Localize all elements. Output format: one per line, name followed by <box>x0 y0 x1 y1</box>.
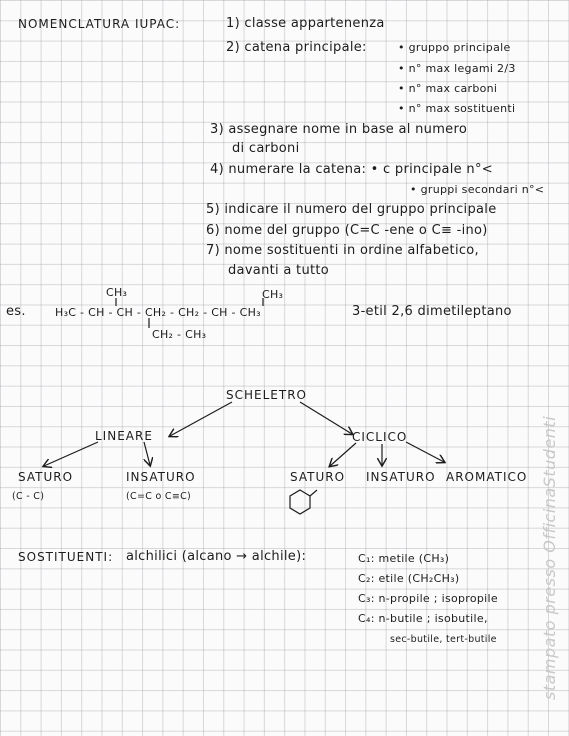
tree-root: SCHELETRO <box>226 388 307 402</box>
step-2-bullet: • n° max legami 2/3 <box>398 62 516 75</box>
arrow <box>405 441 444 462</box>
step-6: 6) nome del gruppo (C=C -ene o C≡ -ino) <box>206 223 488 238</box>
tree-ciclico: CICLICO <box>352 430 408 444</box>
sostituente-c4: C₄: n-butile ; isobutile, <box>358 612 488 625</box>
step-4: 4) numerare la catena: • c principale n°… <box>210 162 493 177</box>
arrow <box>143 441 150 465</box>
sostituente-c3: C₃: n-propile ; isopropile <box>358 592 498 605</box>
tree-aromatico: AROMATICO <box>446 470 528 484</box>
page-title: NOMENCLATURA IUPAC: <box>18 17 181 31</box>
cyclohexane-icon <box>289 489 311 515</box>
step-3-cont: di carboni <box>232 141 300 156</box>
step-4-cont: • gruppi secondari n°< <box>410 183 545 196</box>
step-2-bullet: • gruppo principale <box>398 41 511 54</box>
tree-insaturo-lineare-note: (C=C o C≡C) <box>126 491 192 502</box>
step-2-bullet: • n° max carboni <box>398 82 498 95</box>
example-name: 3-etil 2,6 dimetileptano <box>352 304 512 319</box>
sostituente-c4-cont: sec-butile, tert-butile <box>390 634 497 645</box>
example-formula: H₃C - CH - CH - CH₂ - CH₂ - CH - CH₃ <box>55 306 261 319</box>
sostituenti-label: SOSTITUENTI: <box>18 550 114 564</box>
tree-insaturo-lineare: INSATURO <box>126 470 196 484</box>
watermark: stampato presso OfficinaStudenti <box>540 415 559 700</box>
step-3: 3) assegnare nome in base al numero <box>210 122 468 137</box>
step-5: 5) indicare il numero del gruppo princip… <box>206 202 497 217</box>
arrow <box>299 401 352 434</box>
sostituenti-type: alchilici (alcano → alchile): <box>126 549 307 564</box>
step-2: 2) catena principale: <box>226 40 367 55</box>
tree-saturo-lineare: SATURO <box>18 470 74 484</box>
arrow <box>44 441 99 466</box>
step-7-cont: davanti a tutto <box>228 263 330 278</box>
tree-saturo-ciclico: SATURO <box>290 470 346 484</box>
step-2-bullet: • n° max sostituenti <box>398 102 516 115</box>
sostituente-c2: C₂: etile (CH₂CH₃) <box>358 572 460 585</box>
arrow <box>170 401 233 436</box>
tree-saturo-lineare-note: (C - C) <box>12 491 45 502</box>
sostituente-c1: C₁: metile (CH₃) <box>358 552 450 565</box>
branch-methyl-1: CH₃ <box>106 286 128 299</box>
branch-ethyl: CH₂ - CH₃ <box>152 328 207 341</box>
step-7: 7) nome sostituenti in ordine alfabetico… <box>206 243 479 258</box>
example-label: es. <box>6 304 26 319</box>
bond-line <box>309 489 318 497</box>
tree-lineare: LINEARE <box>95 429 153 443</box>
arrow <box>330 442 357 466</box>
tree-insaturo-ciclico: INSATURO <box>366 470 436 484</box>
branch-methyl-2: CH₃ <box>262 288 284 301</box>
step-1: 1) classe appartenenza <box>226 16 385 31</box>
